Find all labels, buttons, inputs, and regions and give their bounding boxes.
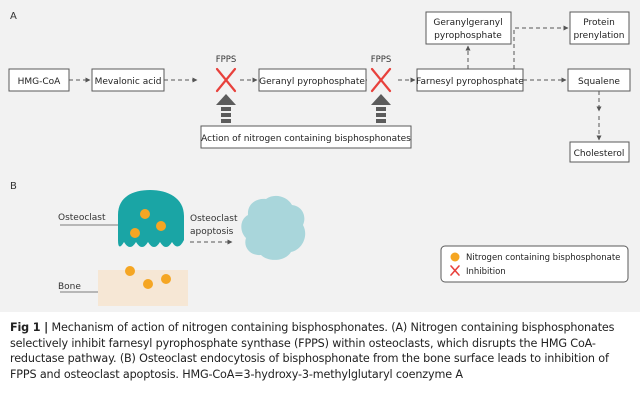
bone-shape — [98, 270, 188, 306]
bisphosphonate-dot — [156, 221, 166, 231]
apoptosis-label-line2: apoptosis — [190, 227, 234, 237]
fpps-label-1: FPPS — [216, 55, 237, 65]
legend-box — [440, 245, 629, 283]
box-hmg-coa: HMG-CoA — [8, 68, 70, 92]
bisphosphonate-dots — [125, 209, 171, 289]
action-box-label: Action of nitrogen containing bisphospho… — [201, 134, 411, 144]
inhibition-legend-icon — [450, 265, 460, 276]
squalene-label: Squalene — [578, 77, 620, 87]
up-arrow-icon-2 — [371, 94, 391, 123]
osteoclast-cell — [118, 190, 184, 247]
inhibition-x-icon-2 — [370, 67, 392, 93]
legend-nbp-label: Nitrogen containing bisphosphonate — [466, 253, 620, 263]
osteoclast-label: Osteoclast — [58, 213, 106, 223]
box-mevalonic-acid: Mevalonic acid — [91, 68, 165, 92]
panel-a-label: A — [10, 11, 17, 22]
box-geranyl-pyrophosphate: Geranyl pyrophosphate — [258, 68, 367, 92]
geranylgeranyl-label-line2: pyrophosphate — [434, 31, 502, 41]
panel-b-label: B — [10, 181, 17, 192]
inhibition-x-icon-1 — [215, 67, 237, 93]
box-farnesyl-pyrophosphate: Farnesyl pyrophosphate — [416, 68, 524, 92]
figure-caption: Fig 1 | Mechanism of action of nitrogen … — [10, 320, 632, 382]
bisphosphonate-dot — [143, 279, 153, 289]
geranylgeranyl-label-line1: Geranylgeranyl — [433, 18, 502, 28]
box-squalene: Squalene — [567, 68, 631, 92]
bisphosphonate-dot — [140, 209, 150, 219]
bisphosphonate-legend-icon — [450, 252, 460, 262]
up-arrow-icon-1 — [216, 94, 236, 123]
arrow-to-protein-prenylation — [513, 25, 569, 69]
hmg-coa-label: HMG-CoA — [18, 77, 62, 87]
protein-prenylation-line1: Protein — [583, 18, 615, 28]
caption-text: Mechanism of action of nitrogen containi… — [10, 321, 615, 381]
apoptotic-osteoclast — [241, 195, 306, 260]
bisphosphonate-dot — [125, 266, 135, 276]
pathway-arrows — [69, 25, 602, 141]
cholesterol-label: Cholesterol — [574, 149, 625, 159]
diagram-canvas: A HMG-CoA Mevalonic acid Geranyl pyropho… — [8, 11, 631, 306]
apoptosis-label-line1: Osteoclast — [190, 214, 238, 224]
protein-prenylation-line2: prenylation — [573, 31, 624, 41]
caption-figure-id: Fig 1 | — [10, 321, 49, 334]
bisphosphonate-dot — [130, 228, 140, 238]
box-action-nbp: Action of nitrogen containing bisphospho… — [200, 125, 412, 149]
mevalonic-acid-label: Mevalonic acid — [95, 77, 162, 87]
box-cholesterol: Cholesterol — [569, 141, 630, 163]
legend-inhibition-label: Inhibition — [466, 267, 506, 277]
bone-label: Bone — [58, 282, 81, 292]
box-protein-prenylation: Protein prenylation — [569, 11, 630, 45]
geranyl-pp-label: Geranyl pyrophosphate — [259, 77, 365, 87]
legend: Nitrogen containing bisphosphonate Inhib… — [440, 245, 629, 283]
bisphosphonate-dot — [161, 274, 171, 284]
box-geranylgeranyl-pyrophosphate: Geranylgeranyl pyrophosphate — [425, 11, 512, 45]
farnesyl-pp-label: Farnesyl pyrophosphate — [416, 77, 524, 87]
fpps-label-2: FPPS — [371, 55, 392, 65]
